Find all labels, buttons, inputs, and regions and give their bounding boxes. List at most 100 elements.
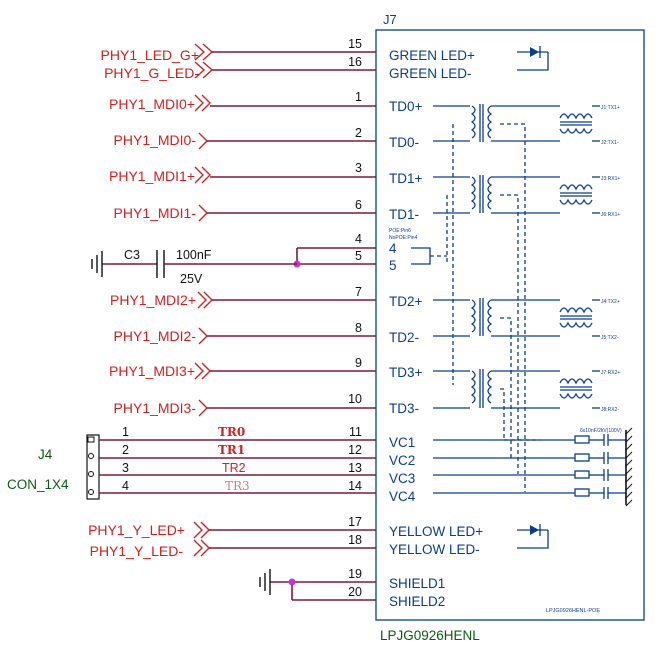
pin-number: 7: [355, 285, 362, 299]
poe-note-pin6: POE:Pin6: [389, 228, 411, 234]
pin-number: 15: [348, 37, 362, 51]
pin-number: 9: [355, 356, 362, 370]
net-arrow: [201, 94, 211, 112]
resistor: [574, 435, 590, 444]
pin-number: 18: [348, 533, 362, 547]
coil: [559, 321, 593, 328]
coil: [470, 176, 476, 210]
center-tap-line: [500, 388, 505, 440]
header-pin1-marker: [87, 436, 95, 443]
net-label-phy1-mdi0-plus: PHY1_MDI0+: [109, 96, 195, 112]
yellow-led-symbol: [517, 524, 549, 549]
pin-number: 10: [348, 392, 362, 406]
capacitor-c3: C3 100nF 25V: [102, 248, 297, 286]
chassis-ground-hatch: [625, 427, 633, 507]
pin-number: 4: [355, 232, 362, 246]
net-arrow: [198, 327, 208, 345]
header-j4: J4 CON_1X4: [7, 434, 100, 500]
net-arrow: [198, 204, 208, 222]
coil: [559, 113, 593, 120]
pin-name: VC1: [389, 435, 415, 450]
ground-symbol-c3: [91, 251, 103, 277]
pin-name: TD2+: [389, 294, 423, 309]
pin-row-20: 20 SHIELD2: [291, 582, 445, 609]
transformer-label: J7:RX2+: [601, 370, 620, 376]
pin-name: TD2-: [389, 330, 419, 345]
pin-row-17: PHY1_Y_LED+ 17 YELLOW LED+: [88, 515, 483, 539]
coil: [559, 184, 593, 191]
pin-number: 2: [355, 126, 362, 140]
choke-2: [559, 184, 593, 205]
header-pin-number: 4: [122, 479, 129, 493]
net-arrow: [198, 399, 208, 417]
pin-name: YELLOW LED-: [389, 542, 480, 557]
net-label-phy1-y-led-minus: PHY1_Y_LED-: [90, 543, 184, 559]
pin-name: GREEN LED-: [389, 66, 472, 81]
pin-row-18: PHY1_Y_LED- 18 YELLOW LED-: [90, 533, 480, 559]
choke-1: [559, 113, 593, 134]
net-label-phy1-mdi1-plus: PHY1_MDI1+: [109, 168, 195, 184]
transformer-4: [470, 369, 493, 408]
capacitor-value: 100nF: [176, 248, 212, 262]
net-arrow: [194, 61, 206, 79]
ground-symbol-shield: [259, 569, 271, 595]
poe-bracket: [411, 247, 431, 265]
pin-name: TD0-: [389, 135, 419, 150]
pin-row-19: 19 SHIELD1: [270, 567, 445, 591]
pin-name: 5: [389, 258, 397, 273]
transformer-label: J4:TX2+: [601, 299, 620, 305]
green-led-symbol: [517, 46, 549, 71]
coupling-note: 6x10nF/2kV(100V): [580, 428, 622, 434]
pin-number: 5: [355, 249, 362, 263]
pin-name: TD3-: [389, 401, 419, 416]
pin-name: VC2: [389, 453, 415, 468]
net-label-phy1-mdi2-plus: PHY1_MDI2+: [110, 292, 196, 308]
connector-ref: J7: [383, 12, 397, 27]
header-body: [86, 434, 100, 500]
transformer-label: J1:TX1+: [601, 105, 620, 111]
pin-row-16: PHY1_G_LED- 16 GREEN LED-: [104, 55, 471, 81]
choke-3: [559, 307, 593, 328]
net-arrow: [194, 94, 204, 112]
coil: [487, 370, 493, 404]
transformer-label: J8:RX2-: [601, 407, 619, 413]
coil: [559, 307, 593, 314]
coil: [559, 198, 593, 205]
coil: [559, 127, 593, 134]
coil: [559, 392, 593, 399]
coil: [470, 105, 476, 139]
header-pin: [88, 453, 94, 459]
connector-footer-label: LPJG0926HENL-POE: [546, 608, 600, 614]
pin-number: 14: [348, 479, 362, 493]
coil: [470, 299, 476, 333]
header-part: CON_1X4: [7, 477, 69, 492]
pin-name: TD0+: [389, 99, 423, 114]
choke-4: [559, 378, 593, 399]
net-label-phy1-g-led-minus: PHY1_G_LED-: [104, 65, 199, 81]
pin-row-3: PHY1_MDI1+ 3 TD1+: [109, 161, 422, 186]
magnetics-network: [411, 104, 633, 507]
trace-label: TR0: [218, 425, 245, 439]
net-arrow: [193, 539, 203, 557]
pin-row-15: PHY1_LED_G+ 15 GREEN LED+: [101, 37, 475, 63]
pin-name: TD3+: [389, 365, 423, 380]
pin-number: 17: [348, 515, 362, 529]
pin-number: 3: [355, 161, 362, 175]
pin-number: 12: [348, 443, 362, 457]
transformer-2: [470, 175, 493, 213]
header-pin: [88, 471, 94, 477]
net-label-phy1-mdi2-minus: PHY1_MDI2-: [114, 328, 197, 344]
led-wire: [517, 52, 549, 71]
pin-name: SHIELD2: [389, 594, 445, 609]
pin-name: YELLOW LED+: [389, 524, 483, 539]
net-label-phy1-mdi1-minus: PHY1_MDI1-: [114, 205, 197, 221]
capacitor-ref: C3: [124, 248, 140, 262]
transformer-1: [470, 104, 493, 142]
header-pin-number: 1: [122, 425, 129, 439]
net-label-phy1-mdi3-minus: PHY1_MDI3-: [114, 400, 197, 416]
center-tap-line: [500, 317, 512, 458]
trace-label: TR3: [225, 479, 250, 493]
header-pin: [88, 489, 94, 495]
pin-row-10: PHY1_MDI3- 10 TD3-: [114, 392, 419, 417]
